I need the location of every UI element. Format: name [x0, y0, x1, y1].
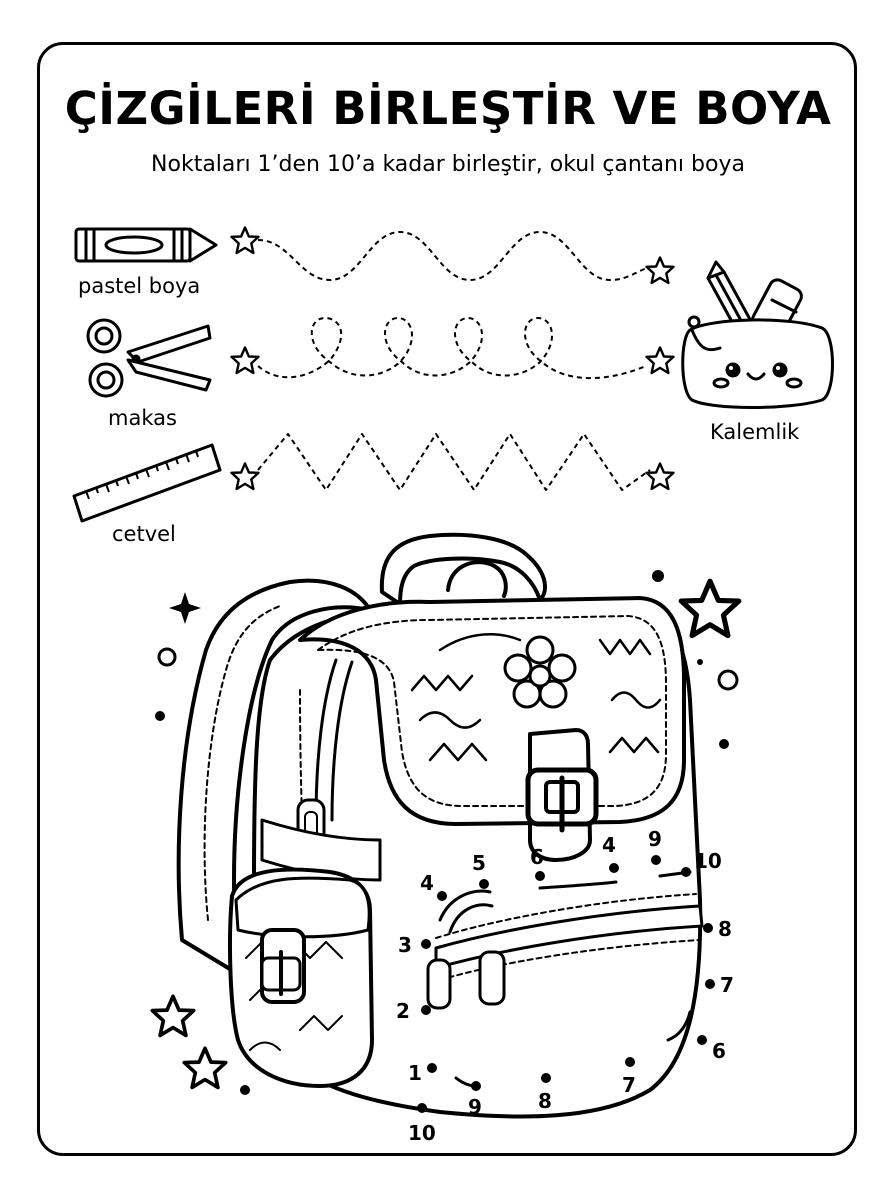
dot-point	[697, 1035, 707, 1045]
decor-star-icon	[150, 994, 196, 1038]
crayon-label: pastel boya	[78, 274, 201, 298]
dot-number: 2	[396, 999, 410, 1023]
dot-number: 9	[468, 1095, 482, 1119]
decor-star-icon	[182, 1046, 228, 1090]
start-star-icon	[230, 226, 260, 255]
page-frame	[37, 42, 857, 1156]
dot-point	[535, 871, 545, 881]
scissors-icon	[86, 318, 212, 398]
scissors-label: makas	[108, 406, 177, 430]
end-star-icon	[645, 462, 675, 491]
tracing-wave-path	[257, 230, 651, 282]
end-star-icon	[645, 346, 675, 375]
decorative-sparkles	[155, 570, 739, 1095]
end-star-icon	[645, 256, 675, 285]
backpack-illustration	[176, 532, 704, 1119]
dot-point	[427, 1063, 437, 1073]
dot-point	[421, 1005, 431, 1015]
decor-star-icon	[681, 581, 739, 635]
ruler-label: cetvel	[112, 522, 176, 546]
dot-point	[471, 1081, 481, 1091]
dot-number: 3	[398, 933, 412, 957]
dot-number: 8	[538, 1089, 552, 1113]
dot-number: 10	[694, 849, 722, 873]
start-star-icon	[230, 462, 260, 491]
dot-number: 9	[648, 827, 662, 851]
dot-number: 7	[622, 1073, 636, 1097]
dot-point	[651, 855, 661, 865]
dot-point	[625, 1057, 635, 1067]
dot-number: 10	[408, 1121, 436, 1145]
dot-point	[705, 979, 715, 989]
dot-point	[421, 939, 431, 949]
ruler-icon	[72, 443, 222, 523]
tracing-loop-path	[257, 316, 647, 380]
dot-number: 4	[420, 871, 434, 895]
tracing-zigzag-path	[257, 433, 651, 491]
dot-number: 4	[602, 833, 616, 857]
dot-number: 6	[712, 1039, 726, 1063]
dot-point	[437, 891, 447, 901]
dot-point	[703, 923, 713, 933]
dot-point	[479, 879, 489, 889]
dot-point	[541, 1073, 551, 1083]
dot-number: 5	[472, 851, 486, 875]
dot-number: 7	[720, 973, 734, 997]
dot-point	[417, 1103, 427, 1113]
dot-point	[609, 863, 619, 873]
dot-number: 8	[718, 917, 732, 941]
pencil-case-label: Kalemlik	[710, 420, 800, 444]
pencil-case-icon	[681, 260, 834, 409]
page-title: ÇİZGİLERİ BİRLEŞTİR VE BOYA	[64, 82, 832, 135]
page-subtitle: Noktaları 1’den 10’a kadar birleştir, ok…	[151, 152, 745, 177]
dot-number: 6	[530, 845, 544, 869]
dot-number: 1	[408, 1061, 422, 1085]
dot-point	[681, 867, 691, 877]
connect-dots	[417, 855, 715, 1113]
start-star-icon	[230, 346, 260, 375]
crayon-icon	[74, 227, 218, 263]
